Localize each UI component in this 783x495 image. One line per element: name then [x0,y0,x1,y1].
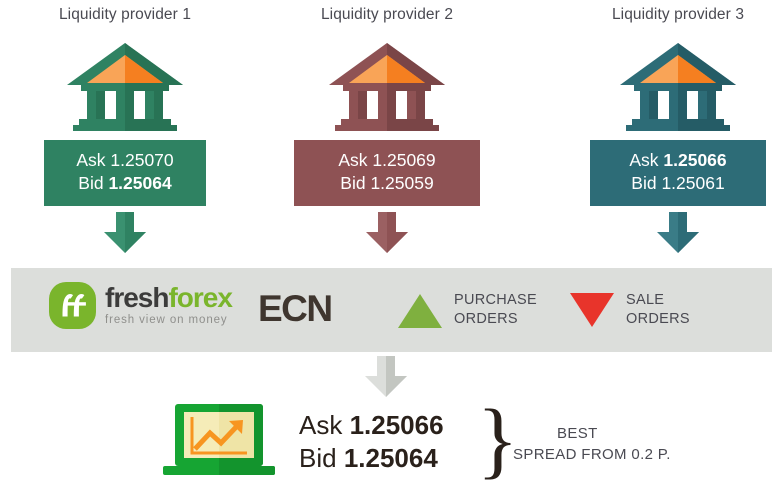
bid-row: Bid 1.25059 [294,172,480,195]
liquidity-provider-column-3: Liquidity provider 3 Ask [553,0,783,254]
legend-sale-orders: SALE ORDERS [569,290,690,330]
provider-price-box: Ask 1.25066 Bid 1.25061 [590,140,766,206]
brand-name-second: forex [168,282,232,314]
bank-icon-wrapper [0,41,250,131]
result-bid-label: Bid [299,443,337,474]
brand-name-first: fresh [105,282,169,314]
ecn-label: ECN [258,288,333,329]
legend-purchase-line1: PURCHASE [454,292,537,309]
freshforex-logo: freshforex fresh view on money [49,282,233,329]
freshforex-wordmark: freshforex fresh view on money [105,282,233,327]
liquidity-provider-column-2: Liquidity provider 2 Ask [262,0,512,254]
bid-value: 1.25064 [108,173,172,194]
best-label: BEST [557,425,598,442]
triangle-up-icon [398,294,442,328]
bank-icon [329,43,445,131]
arrow-down-icon [657,211,699,253]
brand-name: freshforex [105,282,233,314]
arrow-down-icon [104,211,146,253]
bid-label: Bid [78,173,104,194]
bank-icon [620,43,736,131]
legend-sale-line1: SALE [626,292,665,309]
bank-icon-wrapper [553,41,783,131]
ask-label: Ask [338,150,368,170]
ask-row: Ask 1.25069 [294,149,480,172]
provider-title: Liquidity provider 3 [611,6,745,23]
result-bid-row: Bid 1.25064 [299,442,444,475]
freshforex-ff-mark-icon [49,282,96,329]
ask-row: Ask 1.25066 [590,149,766,172]
best-price-block: Ask 1.25066 Bid 1.25064 [299,409,444,475]
flow-arrow-wrapper [0,211,250,254]
result-ask-value: 1.25066 [349,410,444,440]
bid-value: 1.25061 [661,173,725,194]
ask-value: 1.25069 [372,150,436,170]
result-ask-label: Ask [299,410,343,440]
flow-arrow-wrapper [262,211,512,254]
flow-arrow-wrapper [553,211,783,254]
triangle-down-icon [570,293,614,327]
legend-purchase-orders: PURCHASE ORDERS [397,290,537,330]
bid-value: 1.25059 [370,173,434,194]
legend-purchase-label: PURCHASE ORDERS [454,291,537,328]
ecn-band: freshforex fresh view on money ECN PURCH… [11,268,772,352]
result-ask-row: Ask 1.25066 [299,409,444,442]
brand-tagline: fresh view on money [105,314,228,327]
spread-label: SPREAD FROM 0.2 P. [513,445,671,463]
bid-label: Bid [631,173,657,194]
arrow-down-icon-aggregate [365,356,407,397]
curly-brace: } [477,391,519,487]
bid-label: Bid [340,173,366,194]
provider-price-box: Ask 1.25069 Bid 1.25059 [294,140,480,206]
liquidity-provider-column-1: Liquidity provider 1 Ask [0,0,250,254]
ask-label: Ask [76,150,106,170]
provider-price-box: Ask 1.25070 Bid 1.25064 [44,140,206,206]
provider-title: Liquidity provider 1 [58,6,192,23]
bank-icon [67,43,183,131]
bid-row: Bid 1.25061 [590,172,766,195]
arrow-down-icon [366,211,408,253]
ecn-band-inner: freshforex fresh view on money ECN PURCH… [11,268,772,352]
bank-icon-wrapper [262,41,512,131]
ask-value: 1.25070 [110,150,174,170]
provider-title: Liquidity provider 2 [320,6,454,23]
result-bid-value: 1.25064 [343,443,438,474]
ask-value: 1.25066 [663,150,727,170]
laptop-chart-icon [163,404,275,475]
best-spread-note: BEST SPREAD FROM 0.2 P. [513,424,671,465]
legend-sale-line2: ORDERS [626,311,690,327]
legend-purchase-line2: ORDERS [454,311,518,327]
ask-label: Ask [629,150,659,170]
legend-sale-label: SALE ORDERS [626,291,690,328]
bid-row: Bid 1.25064 [44,172,206,195]
ask-row: Ask 1.25070 [44,149,206,172]
